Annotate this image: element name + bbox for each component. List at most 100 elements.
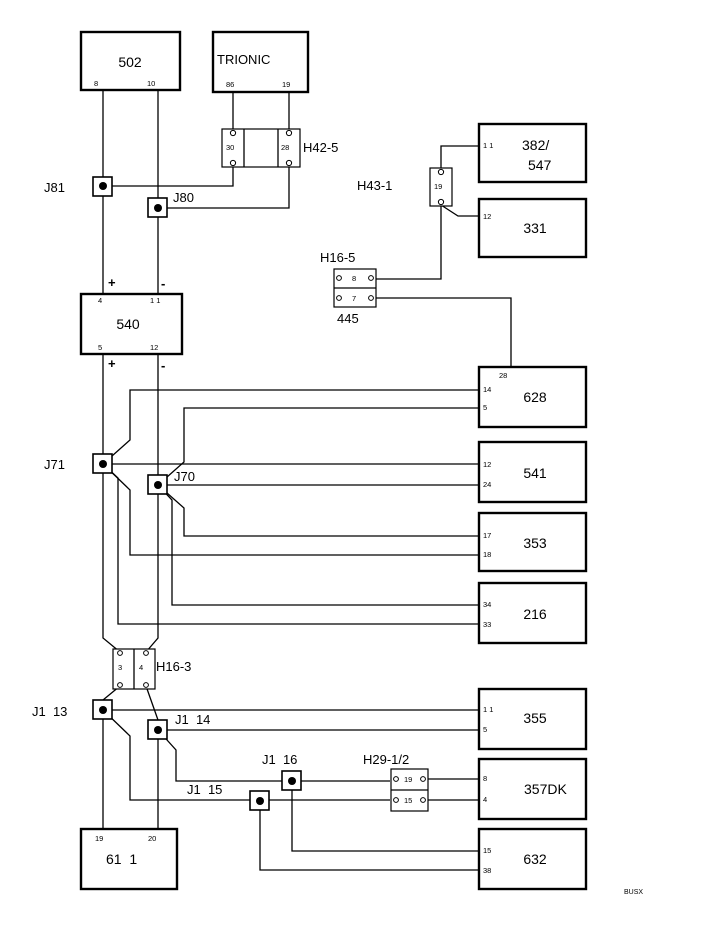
pin-label: 1 1 (483, 705, 493, 714)
connector-h16-5-sublabel: 445 (337, 311, 359, 326)
pin-label: 5 (483, 725, 487, 734)
component-331-label: 331 (523, 220, 547, 236)
component-355-label: 355 (523, 710, 547, 726)
connector-h42-5[interactable]: 30 28 H42-5 (221, 128, 338, 168)
pin-label: 12 (150, 343, 158, 352)
polarity-signs: + - + - (108, 275, 165, 373)
component-382-label: 382/ (522, 137, 549, 153)
pin-label: 1 1 (150, 296, 160, 305)
component-628-label: 628 (523, 389, 547, 405)
junction-j1-16[interactable]: J1 16 (262, 752, 302, 791)
wire-j1-13-to-h29-15 (102, 709, 390, 801)
wire-h43-to-h16-5 (373, 205, 442, 280)
wire-j1-15-to-632-38 (259, 801, 479, 871)
component-trionic[interactable]: TRIONIC 86 19 (211, 30, 310, 94)
connector-h16-5[interactable]: 8 7 H16-5 445 (320, 250, 377, 326)
junction-j1-14[interactable]: J1 14 (147, 712, 210, 740)
component-353[interactable]: 353 17 18 (477, 511, 588, 573)
component-611[interactable]: 61 1 19 20 (79, 827, 179, 891)
wire-j71-to-628-14 (102, 389, 479, 465)
plus-sign: + (108, 275, 116, 290)
pin-label: 15 (404, 796, 412, 805)
wire-540-5-bus (102, 354, 121, 653)
pin-label: 14 (483, 385, 491, 394)
connector-h43-1[interactable]: 19 H43-1 (357, 167, 453, 207)
junction-j70-label: J70 (174, 469, 195, 484)
pin-label: 19 (434, 182, 442, 191)
junction-j80-label: J80 (173, 190, 194, 205)
pin-label: 10 (147, 79, 155, 88)
connector-h16-5-label: H16-5 (320, 250, 355, 265)
junction-j71-label: J71 (44, 457, 65, 472)
pin-label: 18 (483, 550, 491, 559)
connector-h29-1-2-label: H29-1/2 (363, 752, 409, 767)
pin-label: 5 (98, 343, 102, 352)
pin-label: 17 (483, 531, 491, 540)
diagram-code: BUSX (624, 889, 643, 896)
pin-label: 19 (282, 80, 290, 89)
component-355[interactable]: 355 1 1 5 (477, 687, 588, 751)
component-382-547[interactable]: 382/ 547 1 1 (477, 122, 588, 184)
connector-h43-1-label: H43-1 (357, 178, 392, 193)
junction-j1-14-label: J1 14 (175, 712, 210, 727)
pin-label: 30 (226, 143, 234, 152)
wire-j70-to-216-34 (157, 484, 479, 606)
wire-j70-to-353-17 (157, 484, 479, 537)
junction-j1-13[interactable]: J1 13 (32, 699, 113, 720)
junction-j1-15[interactable]: J1 15 (187, 782, 270, 811)
wire-h42-28-to-j80 (158, 166, 290, 209)
wires (102, 90, 512, 871)
pin-label: 7 (352, 294, 356, 303)
component-628[interactable]: 628 28 14 5 (477, 365, 588, 429)
wire-h42-30-to-j81 (103, 166, 234, 187)
pin-label: 15 (483, 846, 491, 855)
component-632[interactable]: 632 15 38 (477, 827, 588, 891)
pin-label: 4 (139, 663, 143, 672)
connector-h29-1-2[interactable]: 19 15 H29-1/2 (363, 752, 429, 812)
junction-j1-16-label: J1 16 (262, 752, 297, 767)
junction-j71[interactable]: J71 (44, 453, 113, 474)
wire-h16-5-to-628 (373, 297, 512, 367)
connector-h16-3-label: H16-3 (156, 659, 191, 674)
component-541-label: 541 (523, 465, 547, 481)
connector-h16-3[interactable]: 3 4 H16-3 (112, 648, 191, 690)
component-611-label: 61 1 (106, 851, 137, 867)
pin-label: 12 (483, 460, 491, 469)
component-547-label: 547 (528, 157, 552, 173)
minus-sign: - (161, 276, 165, 291)
pin-label: 24 (483, 480, 491, 489)
wire-h16-3-4-to-j1-14 (145, 685, 159, 721)
pin-label: 34 (483, 600, 491, 609)
component-353-label: 353 (523, 535, 547, 551)
component-216[interactable]: 216 34 33 (477, 581, 588, 645)
wire-382-to-h43 (440, 145, 479, 170)
junction-j70[interactable]: J70 (147, 469, 195, 495)
pin-label: 4 (483, 795, 487, 804)
component-357dk[interactable]: 357DK 8 4 (477, 757, 588, 821)
pin-label: 20 (148, 834, 156, 843)
pin-label: 19 (95, 834, 103, 843)
wire-j70-to-628-5 (157, 407, 479, 486)
component-632-label: 632 (523, 851, 547, 867)
component-216-label: 216 (523, 606, 547, 622)
pin-label: 38 (483, 866, 491, 875)
junction-j80[interactable]: J80 (147, 190, 194, 218)
junction-j81[interactable]: J81 (44, 176, 113, 197)
wire-h43-to-331 (440, 204, 479, 217)
pin-label: 12 (483, 212, 491, 221)
wire-540-12-bus (145, 354, 159, 653)
connector-h42-5-label: H42-5 (303, 140, 338, 155)
component-541[interactable]: 541 12 24 (477, 440, 588, 504)
pin-label: 8 (483, 774, 487, 783)
pin-label: 8 (352, 274, 356, 283)
pin-label: 28 (499, 371, 507, 380)
component-540[interactable]: 540 4 1 1 5 12 (79, 292, 184, 356)
pin-label: 33 (483, 620, 491, 629)
junction-j1-13-label: J1 13 (32, 704, 67, 719)
component-331[interactable]: 331 12 (477, 197, 588, 259)
component-540-label: 540 (116, 316, 140, 332)
pin-label: 86 (226, 80, 234, 89)
component-502[interactable]: 502 8 10 (79, 30, 182, 92)
pin-label: 19 (404, 775, 412, 784)
